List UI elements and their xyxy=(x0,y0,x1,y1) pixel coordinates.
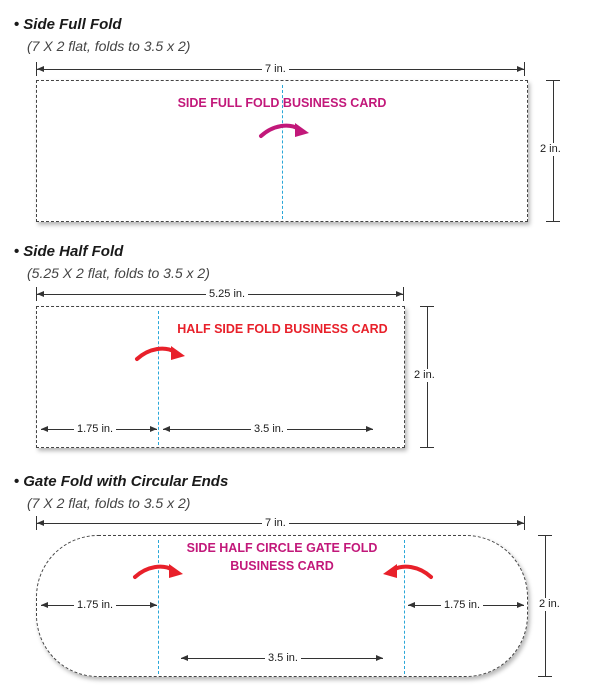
right-panel-dimension: 3.5 in. xyxy=(163,423,373,436)
width-label: 5.25 in. xyxy=(206,288,249,301)
arrowhead-left-icon xyxy=(163,426,170,432)
heading-text: Side Half Fold xyxy=(23,243,124,260)
arrowhead-left-icon xyxy=(37,66,44,72)
arrowhead-right-icon xyxy=(376,655,383,661)
height-label: 2 in. xyxy=(411,369,438,382)
right-panel-label: 3.5 in. xyxy=(251,423,287,436)
bullet-icon: • xyxy=(14,16,20,33)
width-dimension: 7 in. xyxy=(36,516,525,530)
section-subtitle: (7 X 2 flat, folds to 3.5 x 2) xyxy=(27,38,191,54)
fold-line-left xyxy=(158,540,159,674)
section-heading-gate-fold: •Gate Fold with Circular Ends xyxy=(14,473,228,490)
arrowhead-right-icon xyxy=(366,426,373,432)
fold-direction-arrow-icon xyxy=(135,346,185,361)
left-panel-label: 1.75 in. xyxy=(74,599,117,612)
fold-line xyxy=(282,85,283,219)
arrowhead-right-icon xyxy=(150,426,157,432)
arrowhead-right-icon xyxy=(517,66,524,72)
arrowhead-right-icon xyxy=(517,520,524,526)
bullet-icon: • xyxy=(14,473,20,490)
heading-text: Side Full Fold xyxy=(23,16,122,33)
arrowhead-left-icon xyxy=(41,602,48,608)
width-label: 7 in. xyxy=(262,63,289,76)
side-half-fold-card: HALF SIDE FOLD BUSINESS CARD 1.75 in. 3.… xyxy=(36,306,405,448)
height-label: 2 in. xyxy=(537,143,564,156)
dimension-tick xyxy=(524,62,525,76)
arrowhead-right-icon xyxy=(150,602,157,608)
card-title-line2: BUSINESS CARD xyxy=(230,559,334,573)
fold-arrow-right-icon xyxy=(133,564,183,579)
height-label: 2 in. xyxy=(536,598,563,611)
left-panel-dimension: 1.75 in. xyxy=(41,599,157,612)
card-title: HALF SIDE FOLD BUSINESS CARD xyxy=(177,322,388,336)
width-dimension: 7 in. xyxy=(36,62,525,76)
right-panel-dimension: 1.75 in. xyxy=(408,599,524,612)
section-heading-side-full-fold: •Side Full Fold xyxy=(14,16,122,33)
arrowhead-left-icon xyxy=(181,655,188,661)
arrowhead-left-icon xyxy=(408,602,415,608)
fold-line xyxy=(158,311,159,445)
dimension-tick xyxy=(524,516,525,530)
height-dimension: 2 in. xyxy=(411,306,438,448)
height-dimension: 2 in. xyxy=(536,535,563,677)
fold-line-right xyxy=(404,540,405,674)
dimension-tick xyxy=(403,287,404,301)
gate-fold-card: SIDE HALF CIRCLE GATE FOLD BUSINESS CARD… xyxy=(36,535,528,677)
fold-direction-arrow-icon xyxy=(259,123,309,138)
bullet-icon: • xyxy=(14,243,20,260)
heading-text: Gate Fold with Circular Ends xyxy=(23,473,229,490)
section-heading-side-half-fold: •Side Half Fold xyxy=(14,243,123,260)
arrowhead-left-icon xyxy=(37,520,44,526)
card-title-line1: SIDE HALF CIRCLE GATE FOLD xyxy=(186,541,378,555)
left-panel-label: 1.75 in. xyxy=(74,423,117,436)
center-panel-label: 3.5 in. xyxy=(265,652,301,665)
dimension-tick xyxy=(36,516,37,530)
arrowhead-left-icon xyxy=(41,426,48,432)
width-dimension: 5.25 in. xyxy=(36,287,404,301)
arrowhead-right-icon xyxy=(396,291,403,297)
dimension-tick xyxy=(36,62,37,76)
left-panel-dimension: 1.75 in. xyxy=(41,423,157,436)
center-panel-dimension: 3.5 in. xyxy=(181,652,383,665)
fold-arrow-left-icon xyxy=(383,564,433,579)
side-full-fold-card: SIDE FULL FOLD BUSINESS CARD xyxy=(36,80,528,222)
width-label: 7 in. xyxy=(262,517,289,530)
arrowhead-right-icon xyxy=(517,602,524,608)
right-panel-label: 1.75 in. xyxy=(441,599,484,612)
dimension-tick xyxy=(36,287,37,301)
arrowhead-left-icon xyxy=(37,291,44,297)
card-title: SIDE FULL FOLD BUSINESS CARD xyxy=(177,96,387,110)
section-subtitle: (7 X 2 flat, folds to 3.5 x 2) xyxy=(27,495,191,511)
section-subtitle: (5.25 X 2 flat, folds to 3.5 x 2) xyxy=(27,265,210,281)
height-dimension: 2 in. xyxy=(537,80,564,222)
